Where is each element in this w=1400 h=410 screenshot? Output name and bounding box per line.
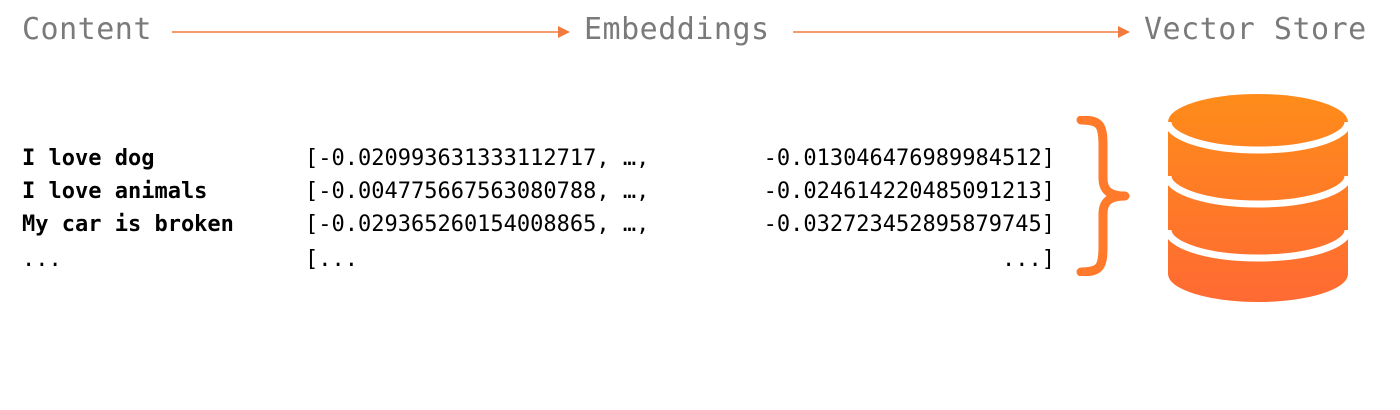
vector-start: [-0.020993631333112717, …,: [305, 146, 650, 171]
content-header: Content: [22, 12, 152, 47]
embeddings-header: Embeddings: [584, 12, 770, 47]
right-arrow-icon: [172, 26, 570, 38]
vector-start: [-0.004775667563080788, …,: [305, 179, 650, 204]
curly-brace-icon: [1076, 116, 1130, 276]
vector-store-header: Vector Store: [1144, 12, 1367, 47]
database-icon: [1164, 94, 1352, 302]
content-row: My car is broken: [22, 212, 234, 237]
embedding-vector: [-0.004775667563080788, …, -0.02461422048…: [305, 175, 1055, 208]
embedding-vector: [-0.020993631333112717, …, -0.01304647698…: [305, 142, 1055, 175]
vector-end: -0.032723452895879745]: [763, 212, 1055, 237]
embedding-vector: [......]: [305, 243, 1055, 276]
content-row: ...: [22, 247, 62, 272]
content-row: I love dog: [22, 146, 155, 171]
vector-start: [-0.029365260154008865, …,: [305, 212, 650, 237]
vector-end: -0.013046476989984512]: [763, 146, 1055, 171]
vector-start: [...: [305, 247, 358, 272]
embedding-vector: [-0.029365260154008865, …, -0.03272345289…: [305, 208, 1055, 241]
vector-end: -0.024614220485091213]: [763, 179, 1055, 204]
right-arrow-icon: [793, 26, 1130, 38]
vector-end: ...]: [1002, 247, 1055, 272]
content-row: I love animals: [22, 179, 208, 204]
